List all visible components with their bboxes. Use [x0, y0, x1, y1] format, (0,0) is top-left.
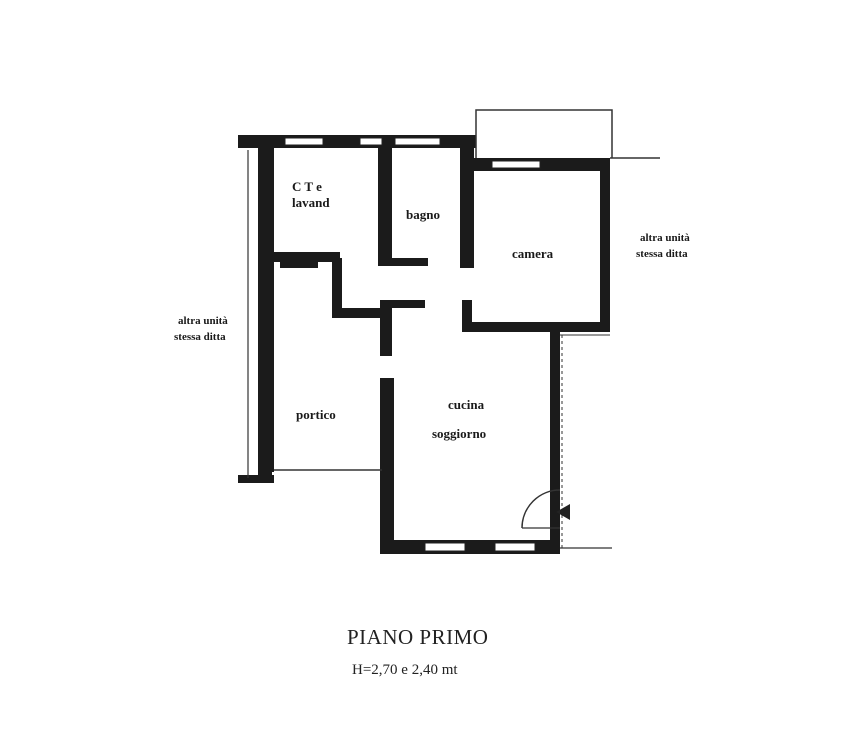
- neighbor-right-line2: stessa ditta: [636, 248, 688, 260]
- room-label-camera: camera: [512, 246, 554, 261]
- plan-title: PIANO PRIMO: [347, 625, 488, 649]
- neighbor-right-line1: altra unità: [640, 232, 690, 244]
- room-label-ct-line2: lavand: [292, 195, 330, 210]
- room-label-ct-line1: C T e: [292, 179, 322, 194]
- outer-walls: [238, 135, 610, 554]
- entrance-arrow-icon: [556, 504, 570, 520]
- neighbor-boundaries: [247, 150, 612, 549]
- plan-height-note: H=2,70 e 2,40 mt: [352, 662, 458, 678]
- neighbor-left-line2: stessa ditta: [174, 331, 226, 343]
- room-label-cucina-line2: soggiorno: [432, 426, 486, 441]
- room-label-bagno: bagno: [406, 207, 440, 222]
- room-label-portico: portico: [296, 407, 336, 422]
- balcony-outline: [475, 109, 660, 159]
- neighbor-left-line1: altra unità: [178, 315, 228, 327]
- entrance-stair: [521, 489, 570, 529]
- inner-walls: [268, 148, 474, 472]
- room-label-cucina-line1: cucina: [448, 397, 485, 412]
